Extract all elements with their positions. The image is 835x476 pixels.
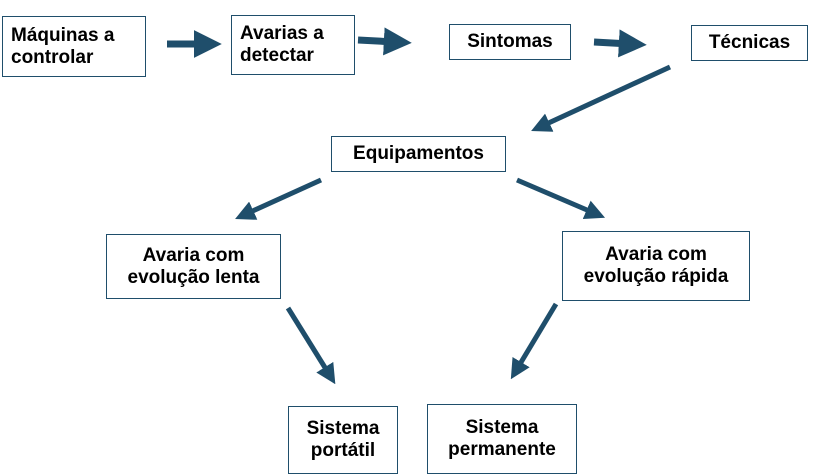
arrow-tecnicas-to-equipamentos (531, 64, 672, 132)
arrow-avaria-lenta-to-portatil (285, 306, 336, 385)
node-avarias-line-1: Avarias a (240, 23, 324, 44)
node-avaria-rapida-line-2: evolução rápida (583, 266, 729, 287)
node-equipamentos-label: Equipamentos (353, 143, 484, 164)
arrow-avarias-to-sintomas (357, 27, 412, 56)
node-maquinas-line-1: Máquinas a (11, 24, 115, 46)
node-maquinas-line-2: controlar (11, 46, 94, 68)
node-avaria-evolucao-lenta: Avaria com evolução lenta (106, 234, 281, 299)
arrow-sintomas-to-tecnicas (593, 29, 647, 58)
arrow-avaria-rapida-to-permanente (510, 302, 559, 380)
node-maquinas-a-controlar: Máquinas a controlar (2, 16, 146, 77)
node-avarias-a-detectar: Avarias a detectar (231, 15, 355, 75)
node-sintomas: Sintomas (449, 24, 571, 60)
node-sistema-permanente-line-1: Sistema (465, 417, 539, 438)
node-sistema-portatil-line-1: Sistema (306, 418, 380, 439)
node-sistema-permanente: Sistema permanente (427, 404, 577, 474)
node-avaria-evolucao-rapida: Avaria com evolução rápida (562, 231, 750, 301)
arrow-equipamentos-to-avaria-lenta (235, 177, 323, 220)
node-sintomas-label: Sintomas (467, 31, 553, 52)
node-sistema-permanente-line-2: permanente (448, 439, 556, 460)
node-sistema-portatil-line-2: portátil (310, 440, 376, 461)
node-avaria-rapida-line-1: Avaria com (605, 244, 707, 265)
arrow-equipamentos-to-avaria-rapida (516, 177, 606, 220)
node-avaria-lenta-line-2: evolução lenta (127, 266, 260, 288)
node-tecnicas: Técnicas (691, 25, 808, 61)
node-tecnicas-label: Técnicas (708, 32, 791, 53)
node-equipamentos: Equipamentos (331, 136, 506, 172)
node-avarias-line-2: detectar (240, 45, 314, 66)
node-avaria-lenta-line-1: Avaria com (142, 244, 245, 266)
node-sistema-portatil: Sistema portátil (288, 406, 398, 474)
